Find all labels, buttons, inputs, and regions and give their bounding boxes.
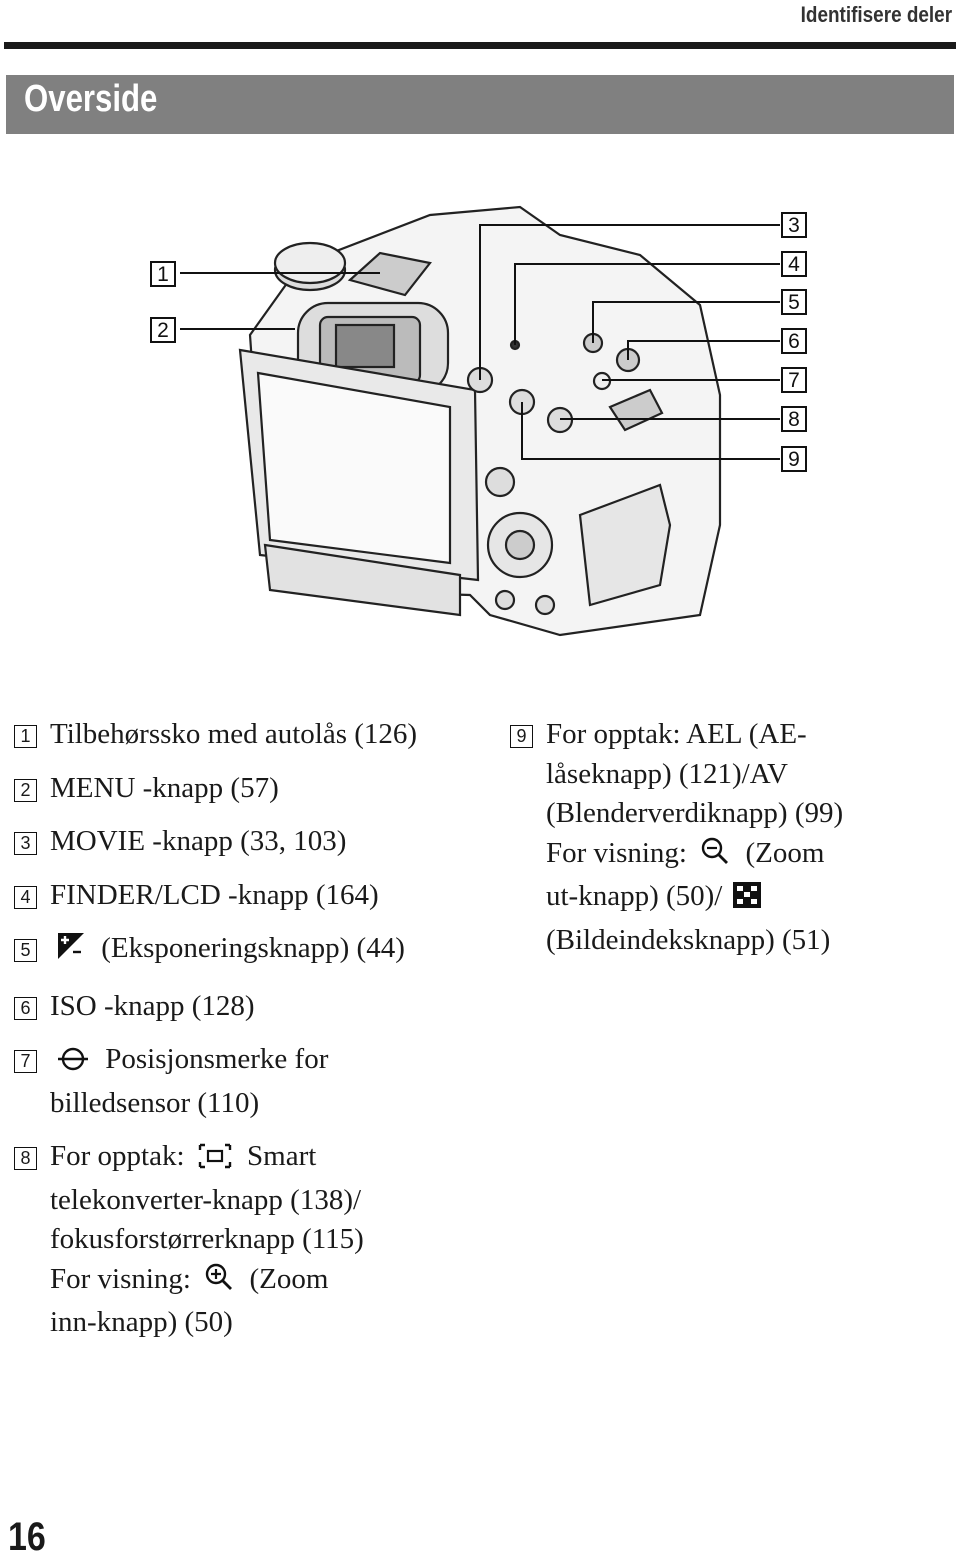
item-number: 6 — [14, 996, 37, 1020]
list-item: 1 Tilbehørssko med autolås (126) — [12, 715, 482, 755]
list-item: 3 MOVIE -knapp (33, 103) — [12, 822, 482, 862]
zoom-in-icon — [204, 1262, 234, 1304]
item-number: 4 — [14, 885, 37, 909]
item-number: 9 — [510, 725, 533, 748]
item-text: låseknapp) (121)/AV — [546, 757, 788, 790]
item-text: (Bildeindeksknapp) (51) — [546, 923, 831, 956]
section-title: Overside — [24, 78, 158, 120]
list-item: 8 For opptak: Smart telekonverter-knapp … — [12, 1137, 482, 1343]
item-number: 8 — [14, 1147, 37, 1170]
parts-list-left: 1 Tilbehørssko med autolås (126) 2 MENU … — [12, 715, 482, 1357]
callout-8: 8 — [781, 406, 807, 432]
camera-illustration — [180, 205, 780, 637]
item-text: inn-knapp) (50) — [50, 1306, 233, 1338]
callout-1: 1 — [150, 261, 176, 287]
callout-2: 2 — [150, 317, 176, 343]
item-text: Tilbehørssko med autolås (126) — [50, 718, 418, 750]
item-text: Smart — [247, 1140, 317, 1172]
item-text: (Zoom — [249, 1262, 329, 1295]
header-rule — [4, 42, 956, 49]
list-item: 9 For opptak: AEL (AE- låseknapp) (121)/… — [508, 715, 948, 960]
item-number: 1 — [14, 725, 37, 748]
item-text: fokusforstørrerknapp (115) — [50, 1223, 364, 1255]
item-text: For opptak: — [50, 1140, 185, 1172]
item-text: For opptak: AEL (AE- — [546, 718, 807, 750]
item-text: MENU -knapp (57) — [50, 771, 279, 804]
item-text: For visning: — [50, 1262, 191, 1295]
item-text: (Eksponeringsknapp) (44) — [101, 932, 405, 964]
item-text: MOVIE -knapp (33, 103) — [50, 825, 347, 857]
item-text: FINDER/LCD -knapp (164) — [50, 878, 379, 911]
item-number: 3 — [14, 832, 37, 855]
item-text: telekonverter-knapp (138)/ — [50, 1183, 362, 1216]
item-text: (Zoom — [745, 836, 825, 869]
section-bar — [6, 75, 954, 134]
page-number: 16 — [8, 1515, 46, 1559]
callout-6: 6 — [781, 328, 807, 354]
callout-3: 3 — [781, 212, 807, 238]
item-number: 5 — [14, 939, 37, 962]
item-number: 2 — [14, 778, 37, 802]
list-item: 7 Posisjonsmerke for billedsensor (110) — [12, 1040, 482, 1123]
zoom-out-icon — [700, 836, 730, 878]
item-number: 7 — [14, 1050, 37, 1073]
camera-top-view-figure: 1 2 3 4 5 6 7 8 9 — [0, 195, 960, 655]
list-item: 4 FINDER/LCD -knapp (164) — [12, 876, 482, 916]
item-text: Posisjonsmerke for — [105, 1043, 329, 1075]
item-text: billedsensor (110) — [50, 1086, 260, 1119]
callout-7: 7 — [781, 367, 807, 393]
smart-teleconverter-icon — [198, 1141, 232, 1181]
image-index-icon — [732, 881, 762, 921]
parts-list-right: 9 For opptak: AEL (AE- låseknapp) (121)/… — [508, 715, 948, 974]
list-item: 6 ISO -knapp (128) — [12, 987, 482, 1027]
item-text: For visning: — [546, 836, 687, 869]
exposure-compensation-icon — [56, 931, 86, 973]
item-text: ut-knapp) (50)/ — [546, 880, 723, 912]
callout-9: 9 — [781, 446, 807, 472]
item-text: ISO -knapp (128) — [50, 989, 255, 1022]
running-head: Identifisere deler — [800, 2, 952, 27]
image-sensor-mark-icon — [56, 1044, 90, 1084]
callout-4: 4 — [781, 251, 807, 277]
list-item: 5 (Eksponeringsknapp) (44) — [12, 929, 482, 973]
list-item: 2 MENU -knapp (57) — [12, 769, 482, 809]
callout-5: 5 — [781, 289, 807, 315]
item-text: (Blenderverdiknapp) (99) — [546, 797, 844, 829]
